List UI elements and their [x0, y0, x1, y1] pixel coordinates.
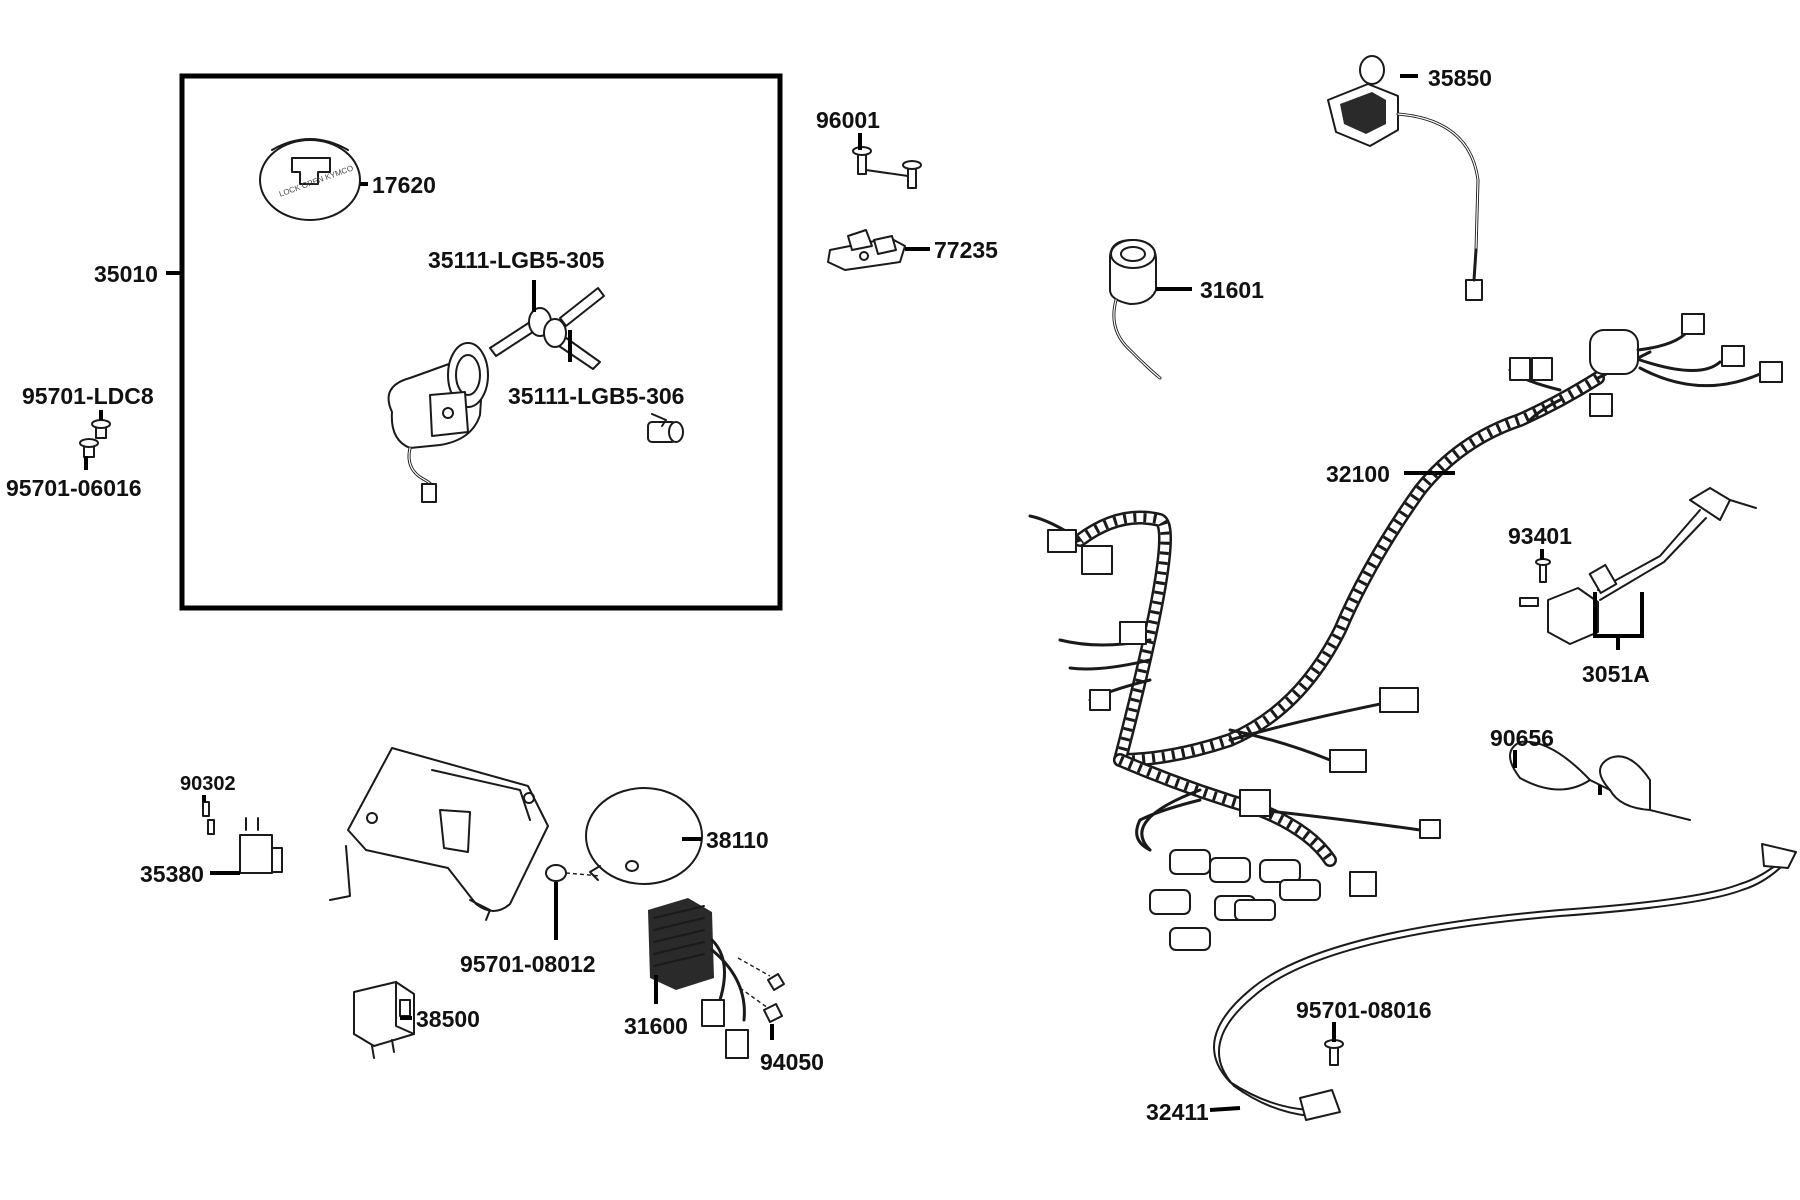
label-31600: 31600: [624, 1013, 688, 1039]
key-cap-part: LOCK OPEN KYMCO: [259, 138, 361, 221]
label-38110: 38110: [706, 827, 769, 853]
screw-pair-left: [79, 419, 111, 458]
label-95701-08016: 95701-08016: [1296, 997, 1432, 1023]
label-35850: 35850: [1428, 65, 1492, 91]
regulator-31600-part: [648, 898, 749, 1059]
label-17620: 17620: [372, 172, 436, 198]
label-3051a: 3051A: [1582, 661, 1650, 687]
ground-cable-part: [1213, 843, 1797, 1121]
label-93401: 93401: [1508, 523, 1572, 549]
label-31601: 31601: [1200, 277, 1264, 303]
label-96001: 96001: [816, 107, 880, 133]
label-90302: 90302: [180, 773, 236, 795]
label-90656: 90656: [1490, 725, 1554, 751]
regulator-bracket-part: [329, 747, 549, 921]
label-35010: 35010: [94, 261, 158, 287]
label-95701-08012: 95701-08012: [460, 951, 596, 977]
label-95701-ldc8: 95701-LDC8: [22, 383, 154, 409]
label-38500: 38500: [416, 1006, 480, 1032]
label-94050: 94050: [760, 1049, 824, 1075]
label-77235: 77235: [934, 237, 998, 263]
small-lock-part: [647, 413, 684, 443]
label-95701-06016: 95701-06016: [6, 475, 142, 501]
label-35380: 35380: [140, 861, 204, 887]
strap-part: [1509, 740, 1691, 821]
switch-35850-part: [1327, 55, 1483, 301]
fuse-clip-94050-part: [737, 957, 785, 1023]
switch-31601-part: [1109, 239, 1162, 380]
label-35111-lgb5-306: 35111-LGB5-306: [508, 383, 684, 409]
label-32100: 32100: [1326, 461, 1390, 487]
lock-kit-frame: [179, 73, 783, 611]
bolt-95701-08012: [545, 864, 601, 882]
main-harness-part: [1028, 313, 1783, 951]
ignition-cylinder-part: [387, 342, 489, 503]
ignition-coil-part: [1519, 487, 1757, 645]
label-32411: 32411: [1146, 1099, 1209, 1125]
horn-38110-part: [585, 787, 703, 885]
label-35111-lgb5-305: 35111-LGB5-305: [428, 247, 605, 273]
bracket-77235: [827, 229, 906, 271]
key-pair-part: [489, 287, 605, 370]
bolt-pair-96001: [852, 146, 922, 189]
relay-35380-part: [202, 801, 283, 874]
